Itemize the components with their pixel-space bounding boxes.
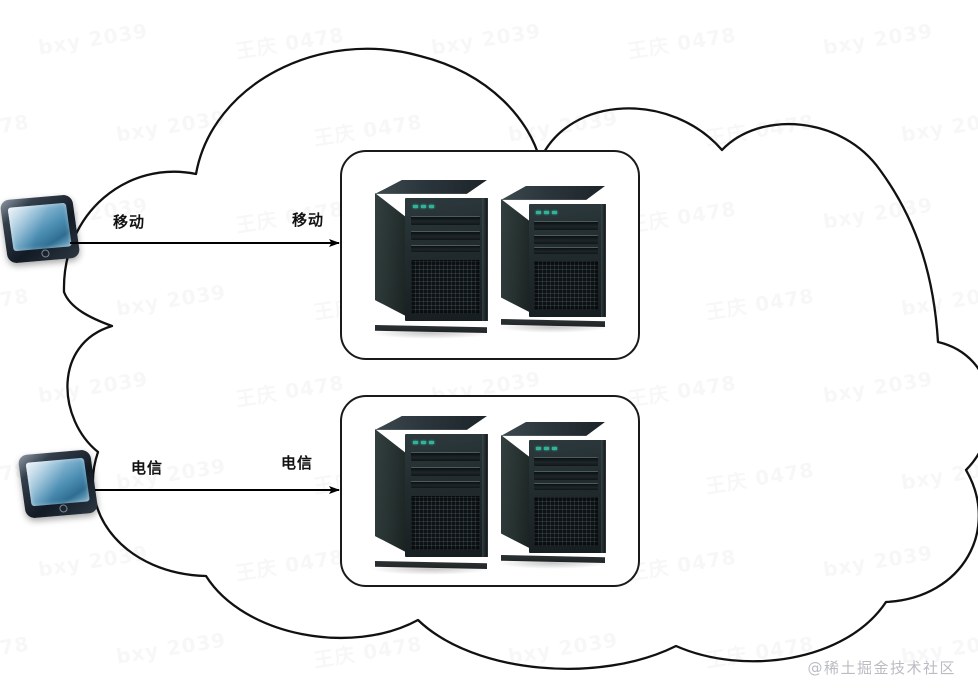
optical-drive-bay — [410, 244, 480, 252]
server-top-panel — [375, 416, 487, 430]
server-led-indicators — [412, 441, 434, 445]
status-led — [428, 441, 434, 445]
tower-server-icon[interactable] — [370, 416, 492, 575]
status-led — [420, 441, 426, 445]
ventilation-mesh — [410, 259, 480, 314]
server-base — [501, 319, 605, 327]
status-led — [428, 205, 434, 209]
link-label-mobile-far: 移动 — [292, 211, 325, 229]
server-top-panel — [375, 180, 487, 194]
status-led — [420, 205, 426, 209]
status-led — [412, 441, 418, 445]
tower-server-icon[interactable] — [496, 186, 610, 333]
optical-drive-bay — [534, 482, 599, 490]
server-led-indicators — [535, 446, 557, 450]
server-led-indicators — [535, 210, 557, 214]
ventilation-mesh — [534, 260, 599, 311]
server-top-panel — [501, 186, 605, 200]
server-pair — [342, 152, 638, 358]
server-group-mobile[interactable] — [340, 150, 640, 360]
server-front-panel — [405, 434, 488, 557]
optical-drive-bay — [410, 467, 480, 477]
status-led — [412, 205, 418, 209]
status-led — [535, 446, 541, 450]
server-pair — [342, 397, 638, 585]
tower-server-icon[interactable] — [370, 180, 492, 339]
server-base — [375, 325, 487, 333]
tower-server-icon[interactable] — [496, 422, 610, 569]
server-base — [501, 555, 605, 563]
link-label-telecom-near: 电信 — [131, 459, 164, 477]
optical-drive-bay — [534, 456, 599, 466]
optical-drive-bay — [410, 231, 480, 241]
site-credit-watermark: @稀土掘金技术社区 — [807, 659, 956, 677]
status-led — [535, 210, 541, 214]
server-led-indicators — [412, 205, 434, 209]
ventilation-mesh — [534, 496, 599, 547]
status-led — [551, 446, 557, 450]
optical-drive-bay — [410, 216, 480, 226]
optical-drive-bay — [534, 470, 599, 480]
server-front-panel — [405, 198, 488, 321]
server-base — [375, 561, 487, 569]
server-front-panel — [529, 440, 606, 554]
optical-drive-bay — [410, 452, 480, 462]
status-led — [543, 446, 549, 450]
server-group-telecom[interactable] — [340, 395, 640, 587]
server-front-panel — [529, 204, 606, 318]
optical-drive-bay — [534, 234, 599, 244]
link-label-telecom-far: 电信 — [281, 454, 314, 472]
ventilation-mesh — [410, 495, 480, 550]
status-led — [551, 210, 557, 214]
optical-drive-bay — [534, 220, 599, 230]
link-label-mobile-near: 移动 — [113, 213, 146, 231]
optical-drive-bay — [534, 246, 599, 254]
optical-drive-bay — [410, 480, 480, 488]
server-top-panel — [501, 422, 605, 436]
status-led — [543, 210, 549, 214]
